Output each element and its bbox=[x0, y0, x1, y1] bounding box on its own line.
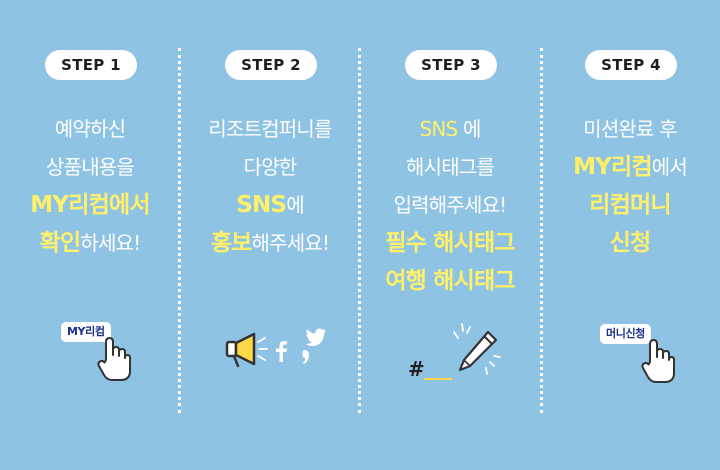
highlight-text: SNS bbox=[236, 192, 287, 218]
description-text: 입력해주세요! bbox=[393, 193, 508, 217]
step-badge: STEP 1 bbox=[45, 50, 137, 80]
megaphone-icon bbox=[225, 332, 268, 368]
description-text: 에서 bbox=[651, 155, 688, 179]
description-line: MY리컴에서 bbox=[540, 148, 720, 186]
description-text: 에 bbox=[457, 117, 481, 141]
description-text: 리조트컴퍼니를 bbox=[208, 117, 332, 141]
highlight-text: 확인 bbox=[39, 230, 82, 256]
hand-pointer-icon bbox=[97, 337, 131, 381]
description-line: 상품내용을 bbox=[0, 148, 180, 186]
step-divider bbox=[358, 48, 361, 413]
highlight-text: 신청 bbox=[609, 230, 652, 256]
description-text: 해주세요! bbox=[251, 231, 330, 255]
step-badge: STEP 3 bbox=[405, 50, 497, 80]
description-text: 하세요! bbox=[80, 231, 141, 255]
description-line: 해시태그를 bbox=[360, 148, 540, 186]
description-line: SNS 에 bbox=[360, 110, 540, 148]
highlight-text: MY리컴에서 bbox=[30, 192, 150, 218]
hashtag-underline bbox=[424, 378, 452, 380]
twitter-icon bbox=[305, 328, 326, 346]
description-line: MY리컴에서 bbox=[0, 186, 180, 224]
description-line: 리조트컴퍼니를 bbox=[180, 110, 360, 148]
description-text: 상품내용을 bbox=[46, 155, 135, 179]
hand-pointer-icon bbox=[641, 339, 675, 383]
facebook-icon bbox=[276, 341, 287, 362]
description-line: 홍보해주세요! bbox=[180, 224, 360, 262]
description-text: 에 bbox=[286, 193, 304, 217]
description-line: 예약하신 bbox=[0, 110, 180, 148]
description-line: 여행 해시태그 bbox=[360, 262, 540, 300]
description-line: 다양한 bbox=[180, 148, 360, 186]
highlight-text: 홍보 bbox=[210, 230, 253, 256]
description-line: 확인하세요! bbox=[0, 224, 180, 262]
description-text: 다양한 bbox=[243, 155, 298, 179]
highlight-text: SNS bbox=[419, 117, 458, 141]
comma-icon bbox=[302, 350, 309, 364]
step-badge: STEP 4 bbox=[585, 50, 677, 80]
step-divider bbox=[178, 48, 181, 413]
hashtag-symbol: # bbox=[408, 357, 425, 381]
description-text: 예약하신 bbox=[54, 117, 126, 141]
description-line: 신청 bbox=[540, 224, 720, 262]
description-line: 미션완료 후 bbox=[540, 110, 720, 148]
description-line: SNS에 bbox=[180, 186, 360, 224]
description-text: 해시태그를 bbox=[406, 155, 495, 179]
description-line: 필수 해시태그 bbox=[360, 224, 540, 262]
highlight-text: 리컴머니 bbox=[589, 192, 671, 218]
step-badge: STEP 2 bbox=[225, 50, 317, 80]
description-line: 리컴머니 bbox=[540, 186, 720, 224]
description-text: 미션완료 후 bbox=[583, 117, 677, 141]
description-line: 입력해주세요! bbox=[360, 186, 540, 224]
pencil-icon bbox=[453, 323, 501, 375]
money-request-tag: 머니신청 bbox=[600, 324, 651, 344]
my-recom-tag: MY리컴 bbox=[61, 322, 111, 342]
step-divider bbox=[540, 48, 543, 413]
highlight-text: 여행 해시태그 bbox=[385, 268, 515, 294]
highlight-text: MY리컴 bbox=[573, 154, 652, 180]
highlight-text: 필수 해시태그 bbox=[385, 230, 515, 256]
